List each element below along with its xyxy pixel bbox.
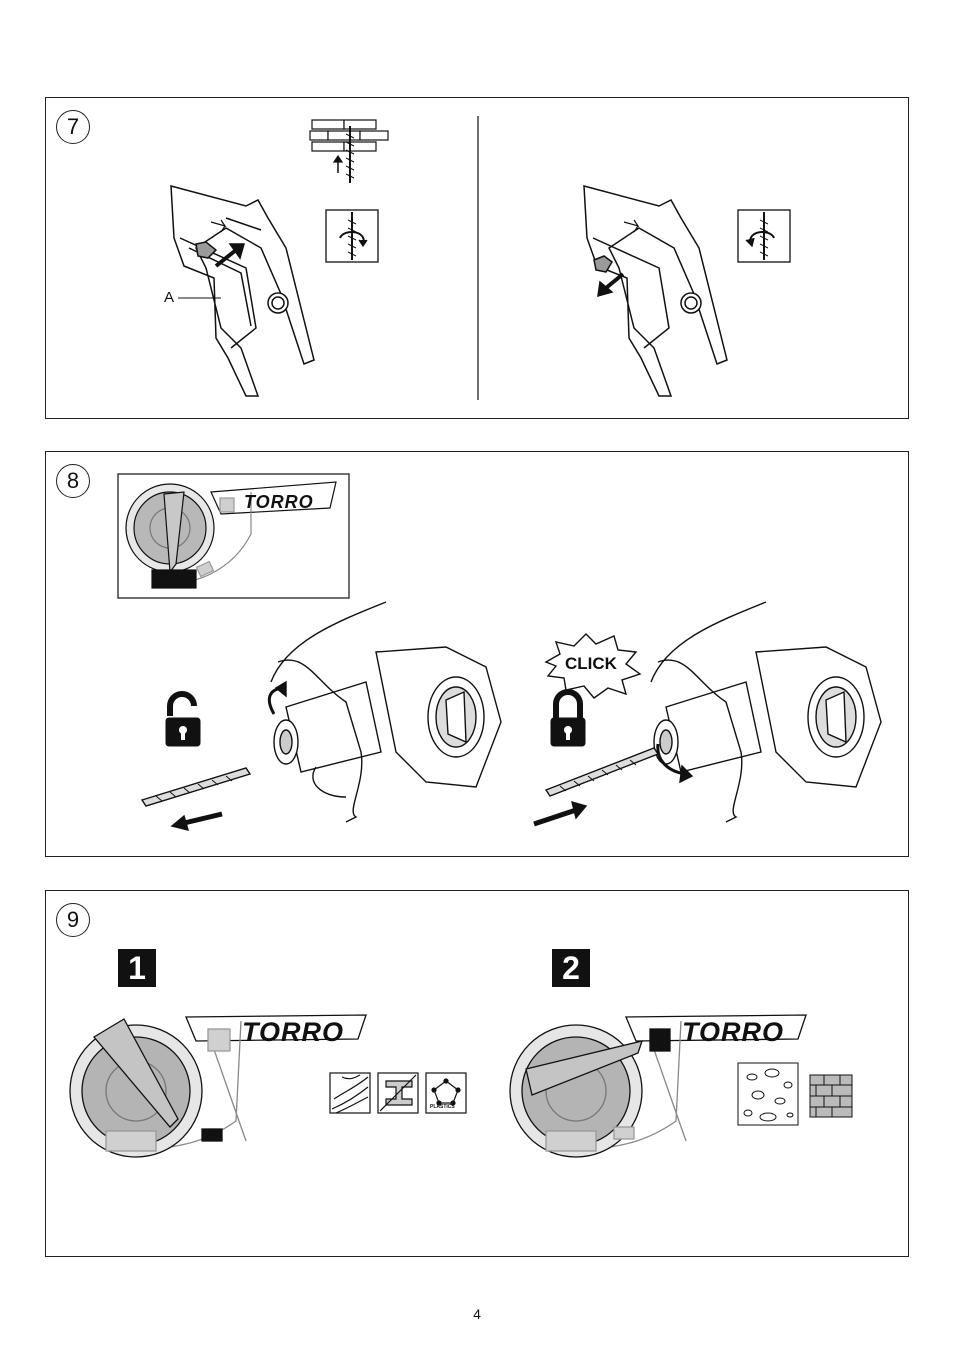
brand-logo-step-2: TORRO	[682, 1017, 784, 1048]
brick-material-icon	[810, 1075, 852, 1117]
figure-8-panel: 8	[45, 451, 909, 857]
drill-handle-left	[171, 186, 314, 396]
page-number: 4	[0, 1306, 954, 1322]
plastics-label: PLASTICS	[430, 1104, 455, 1110]
unlock-padlock-icon	[166, 694, 200, 746]
rotation-reverse-icon	[738, 210, 790, 262]
figure-7-panel: 7	[45, 97, 909, 419]
metal-material-icon	[378, 1073, 418, 1113]
rotation-mode-icon	[326, 210, 378, 262]
brick-wall-icon	[310, 120, 388, 183]
drill-chuck-right	[534, 602, 881, 824]
figure-9-panel: 9 1 2	[45, 890, 909, 1257]
brand-logo-step-1: TORRO	[242, 1017, 344, 1048]
brand-logo-inset: TORRO	[244, 492, 314, 513]
drill-chuck-left	[142, 602, 501, 830]
click-label: CLICK	[565, 654, 617, 674]
wood-material-icon	[330, 1073, 370, 1113]
callout-label-a: A	[164, 289, 174, 306]
concrete-material-icon	[738, 1063, 798, 1125]
figure-8-illustration	[46, 452, 910, 858]
drill-handle-right	[584, 186, 727, 396]
lock-padlock-icon	[551, 692, 585, 746]
figure-9-illustration	[46, 891, 910, 1258]
figure-7-illustration	[46, 98, 910, 420]
